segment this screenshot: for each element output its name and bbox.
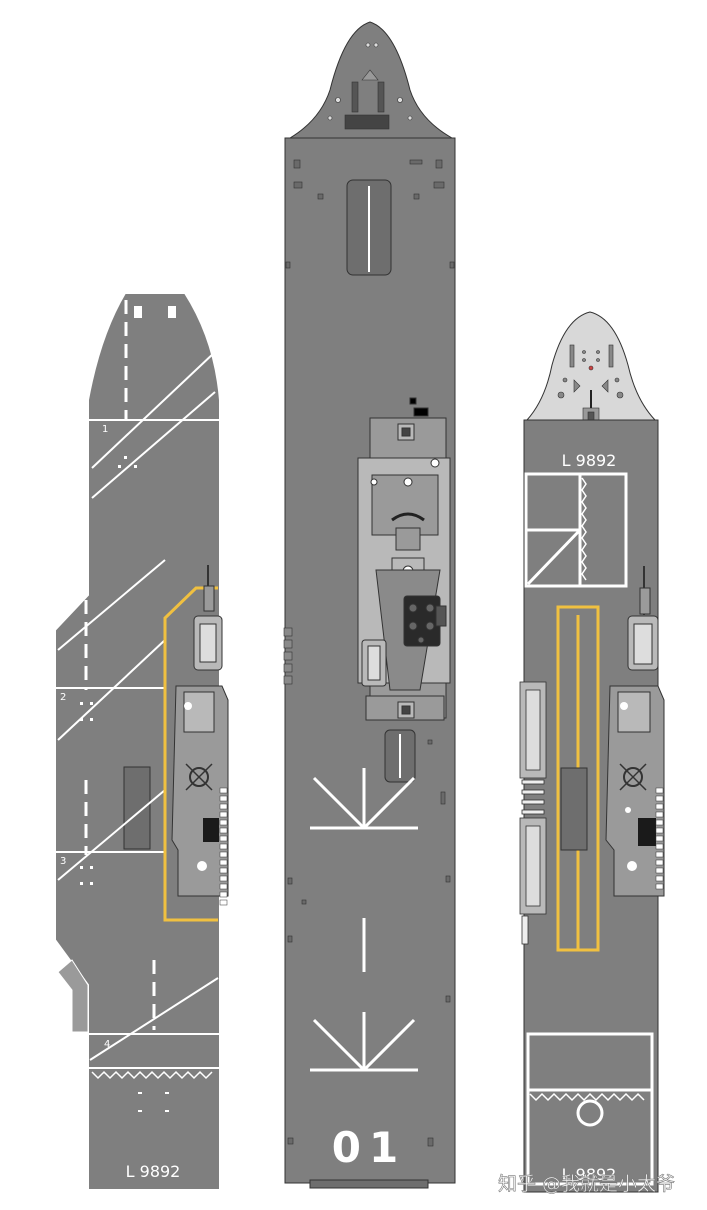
left-diagonal [89, 977, 219, 1061]
middle-hull-fittings [285, 159, 455, 269]
left-stern-dots [138, 1092, 169, 1112]
right-forward-box [524, 472, 628, 588]
watermark: 知乎 @我就是小太爷 [498, 1173, 675, 1195]
left-spot-number: 1 [102, 424, 108, 435]
middle-side-catwalks [283, 627, 293, 685]
right-stern-box [526, 1032, 654, 1186]
left-diagonal [91, 391, 216, 499]
right-bow-fittings [557, 344, 624, 427]
right-stern-zigzag [529, 1092, 645, 1102]
left-stern-zigzag [91, 1070, 213, 1080]
right-hull-label-bottom: L 9892 [562, 1165, 617, 1184]
left-hull-label: L 9892 [126, 1162, 181, 1181]
middle-deck-fittings [287, 739, 451, 1147]
left-island-safety-line [163, 586, 218, 922]
left-diagonal [57, 789, 166, 881]
right-elevator [560, 767, 588, 851]
left-spot-number: 4 [104, 1039, 110, 1050]
left-spot-dots [118, 456, 137, 468]
left-ship-sponson [57, 959, 89, 1033]
right-side-sponsons [519, 681, 547, 945]
middle-island [357, 397, 451, 721]
middle-landing-marker-aft [310, 1012, 418, 1072]
left-island-window [203, 818, 219, 842]
middle-ship: 01 [283, 21, 456, 1189]
left-bow-marker [134, 306, 142, 318]
left-island [171, 565, 229, 906]
left-diagonal [57, 639, 166, 741]
left-spot-number: 2 [60, 692, 66, 703]
left-elevator [123, 766, 151, 850]
right-island-sponson-ticks [655, 787, 664, 890]
middle-landing-marker-fwd [310, 768, 418, 830]
left-diagonal [57, 559, 166, 651]
left-island-sponson-ticks [219, 787, 228, 906]
middle-bow-fittings [327, 42, 413, 130]
left-bow-marker [168, 306, 176, 318]
left-spot-dots [80, 866, 93, 885]
right-island-window [638, 818, 656, 846]
middle-hull-number: 01 [332, 1123, 406, 1172]
right-ship: L 9892 [519, 311, 665, 1193]
left-spot-number: 3 [60, 856, 66, 867]
right-forward-zigzag [581, 477, 587, 581]
right-hull-label-top: L 9892 [562, 451, 617, 470]
right-stern-circle [576, 1099, 604, 1127]
middle-ship-stern [309, 1179, 429, 1189]
left-spot-dots [80, 702, 93, 721]
right-island [605, 566, 665, 897]
left-ship: 1 2 3 4 L 9892 [54, 292, 229, 1191]
left-diagonal [91, 351, 216, 469]
